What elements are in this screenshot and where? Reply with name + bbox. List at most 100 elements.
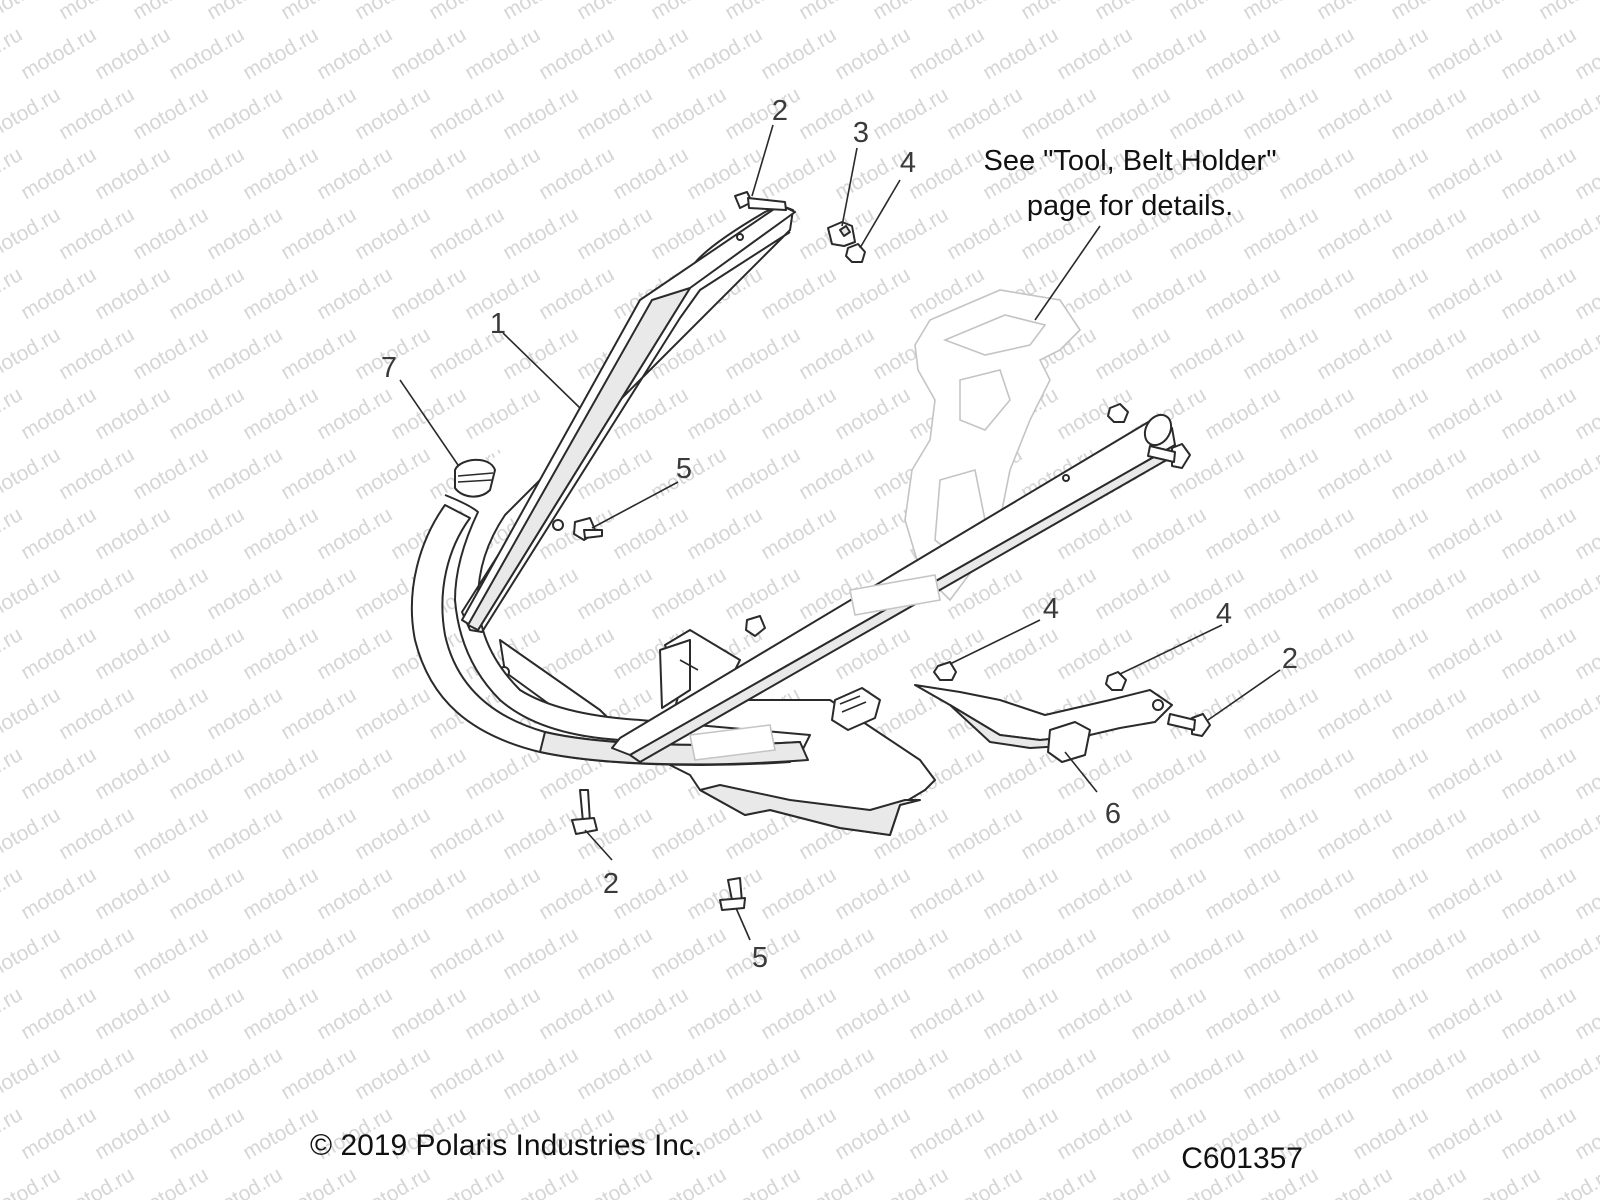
watermark-text: motod.ru xyxy=(277,1163,360,1200)
watermark-text: motod.ru xyxy=(17,863,100,924)
watermark-text: motod.ru xyxy=(277,323,360,384)
watermark-text: motod.ru xyxy=(905,23,988,84)
watermark-text: motod.ru xyxy=(647,803,730,864)
watermark-text: motod.ru xyxy=(721,1163,804,1200)
watermark-text: motod.ru xyxy=(535,983,618,1044)
watermark-text: motod.ru xyxy=(1423,743,1506,804)
watermark-text: motod.ru xyxy=(1165,83,1248,144)
watermark-text: motod.ru xyxy=(1497,383,1580,444)
watermark-text: motod.ru xyxy=(239,383,322,444)
watermark-text: motod.ru xyxy=(1239,443,1322,504)
watermark-text: motod.ru xyxy=(1461,0,1544,24)
watermark-text: motod.ru xyxy=(647,563,730,624)
watermark-text: motod.ru xyxy=(943,1043,1026,1104)
watermark-text: motod.ru xyxy=(1571,143,1600,204)
watermark-text: motod.ru xyxy=(1201,983,1284,1044)
watermark-text: motod.ru xyxy=(1349,863,1432,924)
watermark-text: motod.ru xyxy=(129,203,212,264)
watermark-text: motod.ru xyxy=(1201,383,1284,444)
watermark-text: motod.ru xyxy=(831,383,914,444)
front-bumper-tube xyxy=(410,204,1176,766)
watermark-text: motod.ru xyxy=(647,83,730,144)
watermark-text: motod.ru xyxy=(1461,83,1544,144)
watermark-text: motod.ru xyxy=(1535,0,1600,24)
watermark-text: motod.ru xyxy=(17,983,100,1044)
callout-3: 3 xyxy=(853,117,869,149)
watermark-text: motod.ru xyxy=(17,1103,100,1164)
watermark-text: motod.ru xyxy=(203,563,286,624)
callout-4-mid: 4 xyxy=(1043,593,1059,625)
watermark-text: motod.ru xyxy=(943,923,1026,984)
watermark-text: motod.ru xyxy=(1461,1043,1544,1104)
watermark-text: motod.ru xyxy=(425,1163,508,1200)
watermark-text: motod.ru xyxy=(683,383,766,444)
watermark-text: motod.ru xyxy=(609,983,692,1044)
bolt-right-lower xyxy=(1167,713,1211,737)
watermark-text: motod.ru xyxy=(1313,1043,1396,1104)
leader-lines xyxy=(399,124,1281,941)
watermark-text: motod.ru xyxy=(1535,923,1600,984)
watermark-text: motod.ru xyxy=(1239,83,1322,144)
reference-note-line1: See "Tool, Belt Holder" xyxy=(983,145,1276,177)
watermark-text: motod.ru xyxy=(1497,623,1580,684)
watermark-text: motod.ru xyxy=(1387,1163,1470,1200)
watermark-text: motod.ru xyxy=(129,83,212,144)
watermark-text: motod.ru xyxy=(795,923,878,984)
watermark-text: motod.ru xyxy=(351,203,434,264)
belt-holder-reference xyxy=(904,289,1082,602)
watermark-text: motod.ru xyxy=(1239,923,1322,984)
watermark-text: motod.ru xyxy=(1053,623,1136,684)
watermark-text: motod.ru xyxy=(1127,623,1210,684)
watermark-text: motod.ru xyxy=(1275,263,1358,324)
watermark-text: motod.ru xyxy=(1423,863,1506,924)
watermark-text: motod.ru xyxy=(499,83,582,144)
watermark-text: motod.ru xyxy=(869,0,952,24)
watermark-text: motod.ru xyxy=(869,1043,952,1104)
watermark-text: motod.ru xyxy=(683,143,766,204)
callout-6: 6 xyxy=(1105,798,1121,830)
nut-right-top xyxy=(1107,403,1129,423)
watermark-text: motod.ru xyxy=(757,503,840,564)
watermark-text: motod.ru xyxy=(499,1043,582,1104)
watermark-text: motod.ru xyxy=(425,203,508,264)
watermark-text: motod.ru xyxy=(387,983,470,1044)
nut-right xyxy=(1105,671,1127,691)
watermark-text: motod.ru xyxy=(795,443,878,504)
watermark-text: motod.ru xyxy=(91,743,174,804)
watermark-text: motod.ru xyxy=(1313,83,1396,144)
watermark-text: motod.ru xyxy=(1239,203,1322,264)
watermark-text: motod.ru xyxy=(1091,0,1174,24)
watermark-text: motod.ru xyxy=(905,1103,988,1164)
watermark-text: motod.ru xyxy=(1239,563,1322,624)
watermark-text: motod.ru xyxy=(1127,23,1210,84)
watermark-text: motod.ru xyxy=(535,143,618,204)
watermark-text: motod.ru xyxy=(1349,383,1432,444)
watermark-text: motod.ru xyxy=(387,23,470,84)
watermark-text: motod.ru xyxy=(0,83,64,144)
callout-5-lower: 5 xyxy=(752,942,768,974)
watermark-text: motod.ru xyxy=(499,0,582,24)
watermark-text: motod.ru xyxy=(55,803,138,864)
watermark-text: motod.ru xyxy=(573,203,656,264)
watermark-text: motod.ru xyxy=(1461,203,1544,264)
watermark-text: motod.ru xyxy=(91,623,174,684)
watermark-text: motod.ru xyxy=(277,1043,360,1104)
watermark-text: motod.ru xyxy=(1423,983,1506,1044)
watermark-text: motod.ru xyxy=(573,923,656,984)
tube-plug-cap xyxy=(454,458,496,498)
watermark-text: motod.ru xyxy=(203,1163,286,1200)
nut-top xyxy=(845,243,866,263)
watermark-text: motod.ru xyxy=(1349,143,1432,204)
watermark-text: motod.ru xyxy=(905,983,988,1044)
watermark-text: motod.ru xyxy=(573,0,656,24)
watermark-text: motod.ru xyxy=(1165,923,1248,984)
watermark-text: motod.ru xyxy=(1201,743,1284,804)
watermark-text: motod.ru xyxy=(165,23,248,84)
watermark-text: motod.ru xyxy=(943,0,1026,24)
watermark-text: motod.ru xyxy=(683,863,766,924)
watermark-text: motod.ru xyxy=(351,0,434,24)
watermark-text: motod.ru xyxy=(277,0,360,24)
watermark-text: motod.ru xyxy=(1497,143,1580,204)
watermark-text: motod.ru xyxy=(203,83,286,144)
